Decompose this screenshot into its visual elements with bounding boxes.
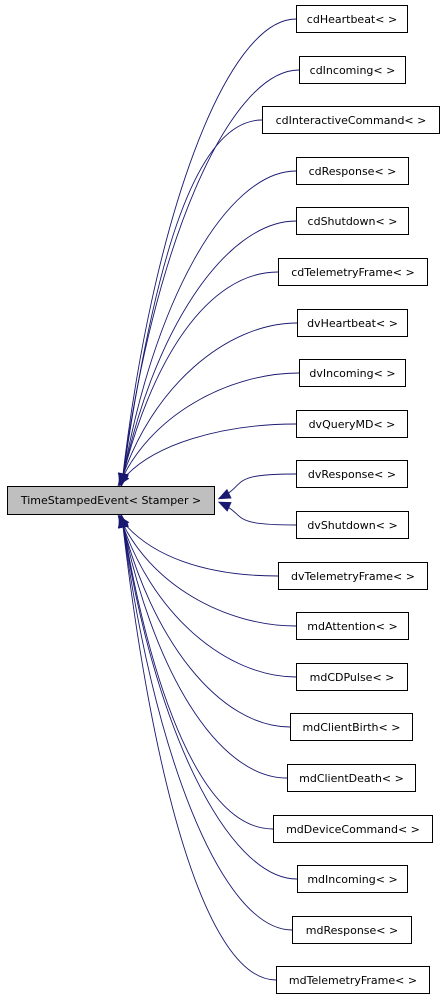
- derived-class-label: mdAttention< >: [307, 619, 398, 633]
- inheritance-edge: [121, 515, 293, 931]
- derived-class-label: mdResponse< >: [305, 923, 399, 937]
- derived-class-node[interactable]: mdIncoming< >: [297, 865, 408, 893]
- derived-class-node[interactable]: dvQueryMD< >: [296, 410, 408, 438]
- derived-class-label: cdTelemetryFrame< >: [291, 265, 415, 279]
- inheritance-edge: [120, 515, 288, 779]
- inheritance-edge: [118, 515, 279, 577]
- derived-class-label: dvHeartbeat< >: [307, 316, 398, 330]
- derived-class-label: dvShutdown< >: [307, 518, 398, 532]
- derived-class-node[interactable]: dvResponse< >: [296, 460, 408, 488]
- derived-class-node[interactable]: cdInteractiveCommand< >: [262, 106, 440, 134]
- derived-class-label: cdInteractiveCommand< >: [275, 113, 427, 127]
- inheritance-edge: [121, 170, 297, 486]
- derived-class-node[interactable]: mdDeviceCommand< >: [273, 815, 433, 843]
- derived-class-node[interactable]: dvTelemetryFrame< >: [278, 562, 428, 590]
- inheritance-edge: [119, 322, 298, 486]
- inheritance-edge: [121, 515, 277, 981]
- inheritance-edge: [120, 515, 291, 728]
- inheritance-edge: [121, 515, 274, 830]
- derived-class-node[interactable]: cdResponse< >: [296, 157, 409, 185]
- inheritance-edge: [118, 515, 297, 627]
- derived-class-node[interactable]: mdResponse< >: [292, 916, 412, 944]
- derived-class-node[interactable]: cdIncoming< >: [299, 56, 406, 84]
- derived-class-label: mdCDPulse< >: [309, 670, 395, 684]
- derived-class-node[interactable]: cdTelemetryFrame< >: [278, 258, 428, 286]
- derived-class-label: dvQueryMD< >: [308, 417, 396, 431]
- base-class-label: TimeStampedEvent< Stamper >: [20, 494, 202, 507]
- inheritance-edge: [120, 271, 279, 486]
- derived-class-node[interactable]: mdClientBirth< >: [290, 713, 413, 741]
- inheritance-arrowhead: [117, 514, 129, 529]
- base-class-node[interactable]: TimeStampedEvent< Stamper >: [7, 486, 215, 515]
- derived-class-label: dvResponse< >: [307, 467, 397, 481]
- inheritance-edge: [218, 501, 297, 526]
- derived-class-node[interactable]: cdShutdown< >: [296, 207, 409, 235]
- derived-class-label: mdIncoming< >: [307, 872, 398, 886]
- derived-class-label: cdResponse< >: [308, 164, 397, 178]
- inheritance-edge: [120, 220, 297, 486]
- derived-class-node[interactable]: cdHeartbeat< >: [296, 5, 408, 33]
- inheritance-edge: [218, 473, 297, 500]
- derived-class-label: dvTelemetryFrame< >: [291, 569, 415, 583]
- derived-class-node[interactable]: dvHeartbeat< >: [297, 309, 408, 337]
- derived-class-label: mdClientDeath< >: [299, 771, 404, 785]
- inheritance-edge: [121, 515, 298, 880]
- inheritance-arrowhead: [217, 488, 232, 500]
- derived-class-label: dvIncoming< >: [309, 366, 396, 380]
- derived-class-node[interactable]: dvShutdown< >: [296, 511, 409, 539]
- derived-class-node[interactable]: mdTelemetryFrame< >: [276, 966, 430, 994]
- inheritance-edge: [118, 423, 297, 486]
- derived-class-label: mdDeviceCommand< >: [286, 822, 420, 836]
- derived-class-node[interactable]: mdAttention< >: [296, 612, 409, 640]
- inheritance-edge: [118, 372, 300, 486]
- derived-class-label: cdHeartbeat< >: [306, 12, 398, 26]
- derived-class-label: cdShutdown< >: [307, 214, 398, 228]
- inheritance-edge: [121, 119, 263, 486]
- derived-class-label: mdClientBirth< >: [302, 720, 401, 734]
- derived-class-node[interactable]: dvIncoming< >: [299, 359, 406, 387]
- inheritance-arrowhead: [217, 501, 232, 512]
- inheritance-arrowhead: [117, 472, 130, 487]
- derived-class-node[interactable]: mdCDPulse< >: [296, 663, 408, 691]
- inheritance-edge: [121, 18, 297, 486]
- inheritance-edge: [119, 515, 297, 678]
- derived-class-label: mdTelemetryFrame< >: [288, 973, 418, 987]
- derived-class-node[interactable]: mdClientDeath< >: [287, 764, 416, 792]
- derived-class-label: cdIncoming< >: [309, 63, 396, 77]
